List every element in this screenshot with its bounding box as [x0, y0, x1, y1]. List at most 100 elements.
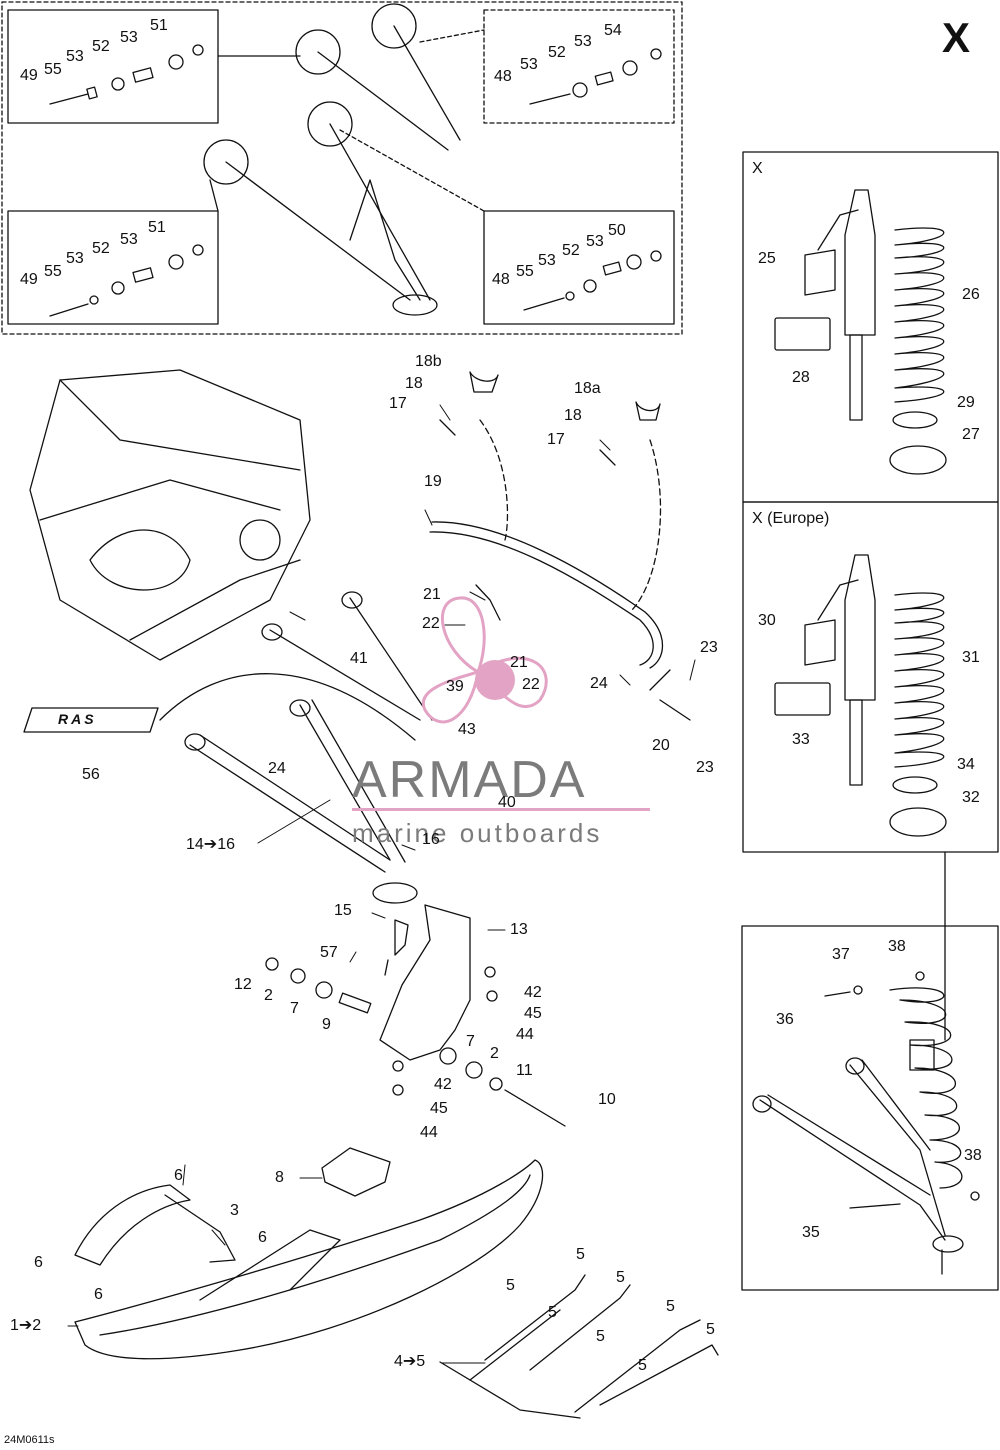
callout-label: 19	[424, 473, 442, 490]
callout-label: 48	[494, 68, 512, 85]
callout-label: 53	[538, 252, 556, 269]
callout-label: 53	[120, 231, 138, 248]
callout-label: 36	[776, 1011, 794, 1028]
carbide-runners	[439, 1274, 719, 1419]
callout-label: 35	[802, 1224, 820, 1241]
chassis-frame	[29, 369, 311, 661]
callout-label: 12	[234, 976, 252, 993]
callout-label: 42	[434, 1076, 452, 1093]
callout-label: 41	[350, 650, 368, 667]
callout-label: 23	[700, 639, 718, 656]
callout-label: 40	[498, 794, 516, 811]
callout-label: 24	[268, 760, 286, 777]
callout-label: 1➔2	[10, 1317, 42, 1334]
callout-label: 39	[446, 678, 464, 695]
inset-box-upper-left	[7, 9, 219, 124]
callout-label: 23	[696, 759, 714, 776]
callout-label: 2	[264, 987, 273, 1004]
callout-label: 53	[66, 250, 84, 267]
inset-box-upper-right	[483, 9, 675, 124]
watermark-tagline: marine outboards	[352, 818, 603, 848]
callout-label: 49	[20, 67, 38, 84]
callout-label: 53	[66, 48, 84, 65]
callout-label: 25	[758, 250, 776, 267]
sway-bar	[429, 371, 691, 721]
callout-label: 24	[590, 675, 608, 692]
callout-label: 52	[92, 38, 110, 55]
callout-label: 45	[524, 1005, 542, 1022]
callout-label: 53	[574, 33, 592, 50]
callout-label: 55	[44, 263, 62, 280]
callout-label: 44	[420, 1124, 438, 1141]
callout-label: 32	[962, 789, 980, 806]
callout-label: 22	[522, 676, 540, 693]
shock-absorber-x-europe	[774, 554, 876, 786]
lower-a-arm	[184, 591, 433, 904]
assembled-shock-a-arm	[752, 971, 980, 1275]
callout-label: 34	[957, 756, 975, 773]
callout-label: 52	[92, 240, 110, 257]
callout-label: 5	[506, 1277, 515, 1294]
callout-leaders	[67, 404, 696, 1364]
callout-label: 7	[466, 1033, 475, 1050]
callout-label: 50	[608, 222, 626, 239]
callout-label: 57	[320, 944, 338, 961]
shock-absorber-x	[774, 189, 876, 421]
callout-label: 18	[564, 407, 582, 424]
callout-label: 3	[230, 1202, 239, 1219]
callout-label: 27	[962, 426, 980, 443]
ski-pad	[321, 1147, 391, 1197]
upper-a-arm-group-frame	[1, 1, 683, 335]
callout-label: 2	[490, 1045, 499, 1062]
callout-label: 11	[516, 1062, 533, 1079]
callout-label: 18	[405, 375, 423, 392]
bushing-hardware-inset-4	[523, 250, 662, 311]
callout-label: 51	[148, 219, 166, 236]
callout-label: 15	[334, 902, 352, 919]
leader-line	[339, 129, 485, 212]
callout-label: 17	[547, 431, 565, 448]
callout-label: 55	[516, 263, 534, 280]
callout-label: 17	[389, 395, 407, 412]
callout-label: 6	[94, 1286, 103, 1303]
callout-label: 38	[888, 938, 906, 955]
upper-a-arm	[203, 3, 461, 316]
callout-label: 16	[422, 831, 440, 848]
callout-label: 43	[458, 721, 476, 738]
bushing-hardware-inset-2	[529, 48, 662, 105]
panel-x-europe-title: X (Europe)	[752, 510, 830, 527]
watermark-propeller-logo	[421, 596, 548, 724]
callout-label: 18b	[415, 353, 442, 370]
bushing-hardware-inset-3	[49, 244, 204, 317]
callout-label: 33	[792, 731, 810, 748]
leader-line	[209, 179, 219, 212]
callout-label: 53	[120, 29, 138, 46]
ras-logo-text: RAS	[58, 711, 97, 727]
callout-label: 5	[666, 1298, 675, 1315]
callout-label: 4➔5	[394, 1353, 426, 1370]
ras-logo-decal	[23, 673, 416, 741]
ski	[74, 1159, 544, 1360]
callout-label: 28	[792, 369, 810, 386]
pivot-hardware	[265, 957, 566, 1127]
panel-x-title: X	[752, 160, 763, 177]
callout-label: 10	[598, 1091, 616, 1108]
callout-label: 8	[275, 1169, 284, 1186]
callout-label: 5	[706, 1321, 715, 1338]
callout-label: 42	[524, 984, 542, 1001]
callout-label: 51	[150, 17, 168, 34]
callout-label: 37	[832, 946, 850, 963]
callout-label: 5	[596, 1328, 605, 1345]
callout-label: 18a	[574, 380, 601, 397]
callout-label: 13	[510, 921, 528, 938]
callout-label: 52	[548, 44, 566, 61]
spring-x-europe	[889, 592, 947, 837]
callout-label: 9	[322, 1016, 331, 1033]
callout-label: 53	[586, 233, 604, 250]
callout-label: 20	[652, 737, 670, 754]
callout-label: 29	[957, 394, 975, 411]
callout-label: 6	[174, 1167, 183, 1184]
callout-label: 7	[290, 1000, 299, 1017]
inset-box-lower-right	[483, 210, 675, 325]
